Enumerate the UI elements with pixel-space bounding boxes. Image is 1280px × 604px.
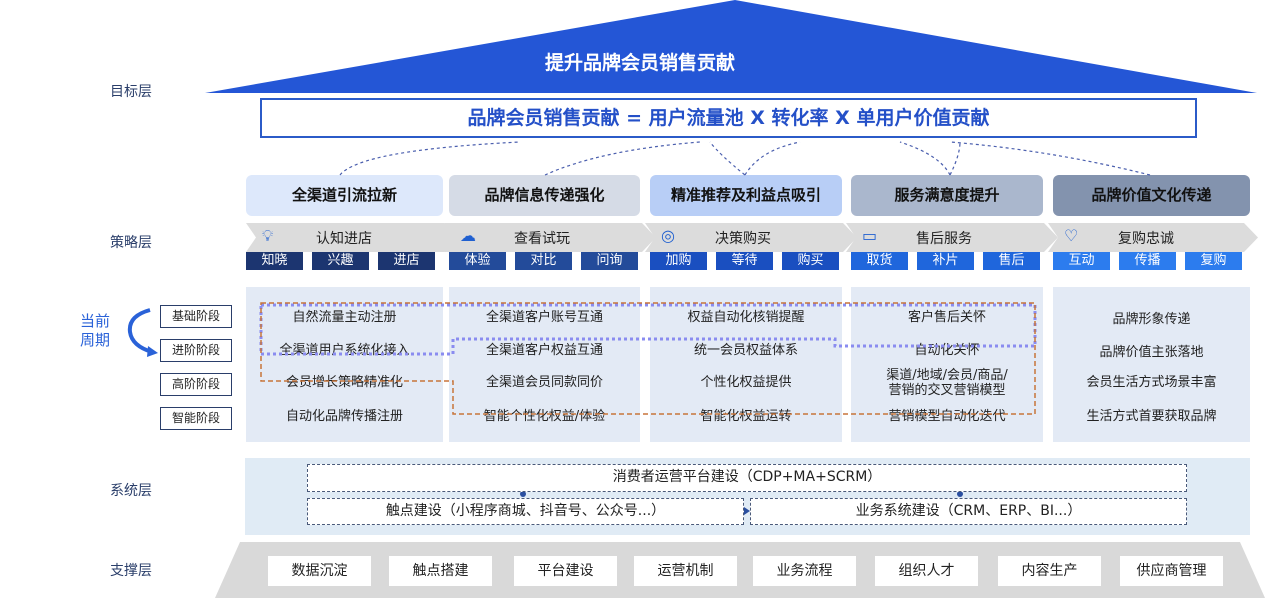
matrix-cell: 全渠道客户账号互通 [485, 310, 603, 325]
matrix-cell: 智能个性化权益/体验 [483, 409, 606, 424]
matrix-cell: 会员增长策略精准化 [285, 375, 403, 390]
matrix-cell: 生活方式首要获取品牌 [1086, 409, 1217, 424]
layer-support: 支撑层 [110, 563, 152, 579]
journey-tag: 问询 [581, 252, 638, 270]
matrix-column: 自然流量主动注册全渠道用户系统化接入会员增长策略精准化自动化品牌传播注册 [246, 287, 443, 442]
support-item: 数据沉淀 [268, 556, 371, 586]
matrix-cell: 全渠道会员同款同价 [485, 375, 603, 390]
journey-tag: 等待 [716, 252, 773, 270]
support-item: 触点搭建 [389, 556, 492, 586]
lightbulb-icon: 💡︎ [262, 226, 274, 245]
journey-tag: 传播 [1119, 252, 1176, 270]
matrix-cell: 全渠道用户系统化接入 [279, 343, 410, 358]
journey-tag: 取货 [851, 252, 908, 270]
stage-label: 高阶阶段 [160, 373, 232, 396]
coins-icon: ◎ [661, 226, 675, 245]
journey-step: ☁ 查看试玩 [444, 223, 656, 252]
journey-step-label: 决策购买 [715, 231, 771, 247]
matrix-cell: 渠道/地域/会员/商品/营销的交叉营销模型 [886, 368, 1008, 398]
matrix-cell: 营销模型自动化迭代 [888, 409, 1006, 424]
matrix-cell: 品牌形象传递 [1112, 312, 1191, 327]
matrix-cell: 智能化权益运转 [700, 409, 792, 424]
journey-tag: 售后 [983, 252, 1040, 270]
strategy-box: 服务满意度提升 [851, 175, 1043, 216]
formula-box: 品牌会员销售贡献 = 用户流量池 X 转化率 X 单用户价值贡献 [260, 98, 1197, 138]
journey-tag: 兴趣 [312, 252, 369, 270]
cycle-arrow-icon [127, 308, 158, 357]
journey-tag: 补片 [917, 252, 974, 270]
system-touchpoint: 触点建设（小程序商城、抖音号、公众号...） [307, 498, 744, 525]
matrix-cell: 自动化关怀 [914, 343, 980, 358]
support-item: 组织人才 [875, 556, 978, 586]
journey-tag: 对比 [515, 252, 572, 270]
journey-step-label: 售后服务 [916, 231, 972, 247]
support-item: 业务流程 [753, 556, 856, 586]
journey-step: ▭ 售后服务 [846, 223, 1058, 252]
matrix-cell: 客户售后关怀 [907, 310, 986, 325]
journey-step: 💡︎ 认知进店 [246, 223, 458, 252]
goal-triangle [205, 0, 1257, 93]
journey-tag: 进店 [378, 252, 435, 270]
matrix-column: 品牌形象传递品牌价值主张落地会员生活方式场景丰富生活方式首要获取品牌 [1053, 287, 1250, 442]
stage-label: 基础阶段 [160, 305, 232, 328]
journey-tag: 复购 [1185, 252, 1242, 270]
support-item: 运营机制 [634, 556, 737, 586]
journey-step: ◎ 决策购买 [645, 223, 857, 252]
support-item: 内容生产 [998, 556, 1101, 586]
journey-step: ♡ 复购忠诚 [1048, 223, 1258, 252]
support-item: 供应商管理 [1120, 556, 1223, 586]
matrix-column: 权益自动化核销提醒统一会员权益体系个性化权益提供智能化权益运转 [650, 287, 842, 442]
layer-system: 系统层 [110, 483, 152, 499]
journey-tag: 加购 [650, 252, 707, 270]
matrix-cell: 自动化品牌传播注册 [285, 409, 403, 424]
journey-tag: 互动 [1053, 252, 1110, 270]
support-item: 平台建设 [514, 556, 617, 586]
matrix-cell: 自然流量主动注册 [292, 310, 397, 325]
layer-strategy: 策略层 [110, 235, 152, 251]
strategy-box: 品牌价值文化传递 [1053, 175, 1250, 216]
chat-cloud-icon: ☁ [460, 226, 476, 245]
journey-step-label: 查看试玩 [514, 231, 570, 247]
stage-label: 进阶阶段 [160, 339, 232, 362]
matrix-cell: 全渠道客户权益互通 [485, 343, 603, 358]
layer-goal: 目标层 [110, 84, 152, 100]
strategy-box: 全渠道引流拉新 [246, 175, 443, 216]
system-business: 业务系统建设（CRM、ERP、BI...） [750, 498, 1187, 525]
matrix-cell: 权益自动化核销提醒 [687, 310, 805, 325]
matrix-cell: 会员生活方式场景丰富 [1086, 375, 1217, 390]
matrix-cell: 统一会员权益体系 [693, 343, 798, 358]
goal-title: 提升品牌会员销售贡献 [544, 52, 735, 74]
message-icon: ▭ [862, 226, 878, 245]
strategy-box: 精准推荐及利益点吸引 [650, 175, 842, 216]
support-trapezoid [215, 542, 1265, 598]
heart-hand-icon: ♡ [1064, 226, 1079, 245]
matrix-cell: 个性化权益提供 [700, 375, 792, 390]
matrix-cell: 品牌价值主张落地 [1099, 345, 1204, 360]
strategy-box: 品牌信息传递强化 [449, 175, 640, 216]
stage-label: 智能阶段 [160, 407, 232, 430]
journey-tag: 购买 [782, 252, 839, 270]
matrix-column: 全渠道客户账号互通全渠道客户权益互通全渠道会员同款同价智能个性化权益/体验 [449, 287, 640, 442]
layer-cycle: 当前周期 [80, 312, 111, 349]
system-platform: 消费者运营平台建设（CDP+MA+SCRM） [307, 464, 1187, 492]
journey-step-label: 复购忠诚 [1118, 231, 1174, 247]
journey-step-label: 认知进店 [316, 231, 372, 247]
journey-tag: 体验 [449, 252, 506, 270]
matrix-column: 客户售后关怀自动化关怀渠道/地域/会员/商品/营销的交叉营销模型营销模型自动化迭… [851, 287, 1043, 442]
journey-tag: 知晓 [246, 252, 303, 270]
